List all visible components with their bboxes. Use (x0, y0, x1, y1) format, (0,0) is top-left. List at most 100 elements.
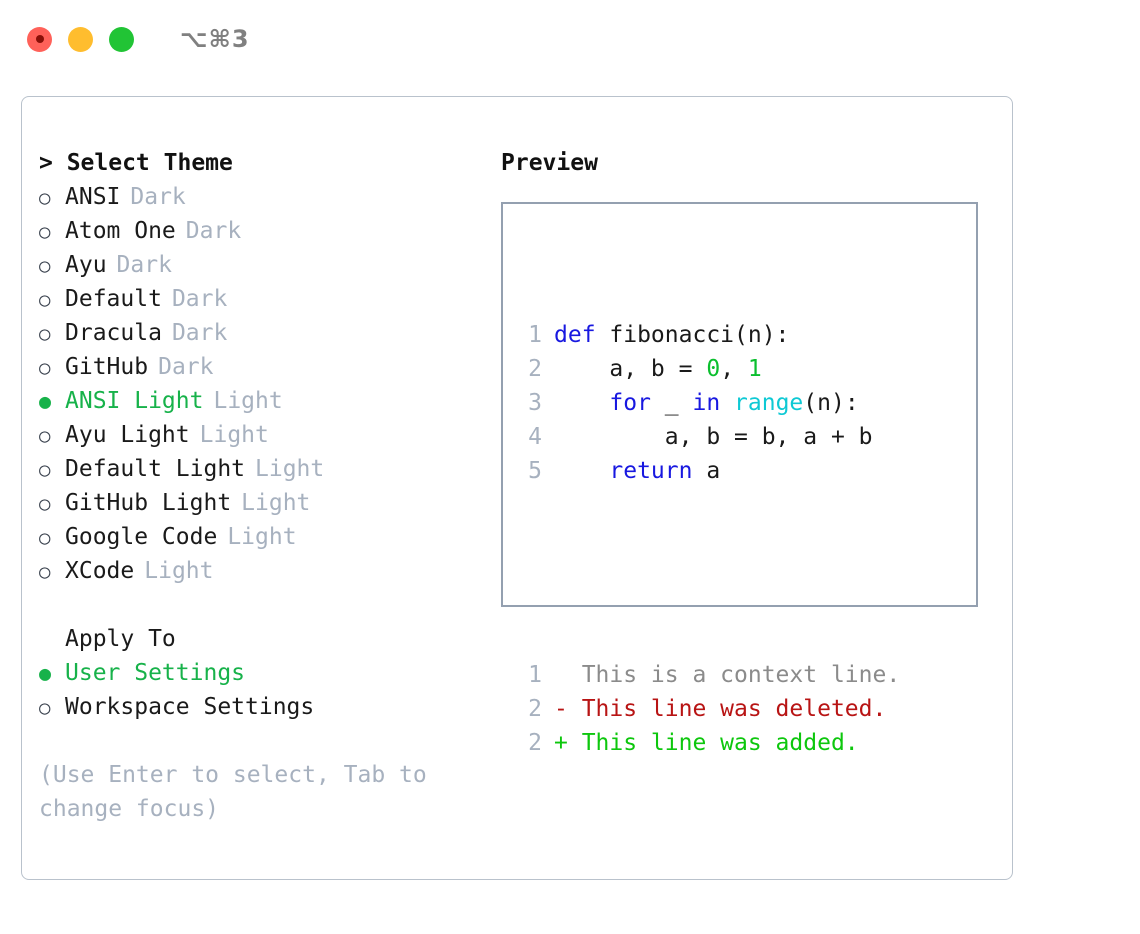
code-token-num: 0 (706, 356, 721, 382)
zoom-button-icon[interactable] (109, 26, 134, 52)
code-line-1: 2 a, b = 0, 1 (516, 352, 900, 386)
line-number: 4 (528, 424, 542, 450)
radio-unselected-icon: ○ (39, 255, 51, 277)
theme-option-variant: Dark (130, 184, 186, 210)
line-number: 2 (528, 696, 542, 722)
code-token-pl: fibonacci(n): (595, 322, 790, 348)
code-token-pl: _ (650, 390, 693, 416)
radio-unselected-icon: ○ (39, 459, 51, 481)
apply-to-list[interactable]: ●User Settings○Workspace Settings (39, 656, 499, 724)
line-number: 1 (528, 322, 542, 348)
code-gap (516, 556, 900, 590)
line-number: 2 (528, 356, 542, 382)
theme-option-variant: Light (144, 558, 214, 584)
theme-option-9[interactable]: ○ GitHub Light Light (39, 486, 499, 520)
theme-option-3[interactable]: ○ Default Dark (39, 282, 499, 316)
radio-unselected-icon: ○ (39, 561, 51, 583)
radio-unselected-icon: ○ (39, 289, 51, 311)
theme-option-variant: Light (241, 490, 311, 516)
theme-option-7[interactable]: ○ Ayu Light Light (39, 418, 499, 452)
code-token-pl (554, 390, 609, 416)
code-token-pl: , (720, 356, 748, 382)
title-bar: ⌥⌘3 (0, 0, 1140, 78)
radio-selected-icon: ● (39, 389, 52, 413)
radio-unselected-icon: ○ (39, 221, 51, 243)
code-line-2: 3 for _ in range(n): (516, 386, 900, 420)
theme-option-5[interactable]: ○ GitHub Dark (39, 350, 499, 384)
keyboard-shortcut-label: ⌥⌘3 (180, 25, 250, 53)
theme-option-name: Google Code (65, 524, 218, 550)
theme-option-variant: Dark (158, 354, 214, 380)
line-number: 1 (528, 662, 542, 688)
apply-to-heading: Apply To (65, 626, 176, 652)
theme-option-variant: Dark (185, 218, 242, 244)
theme-option-name: Ayu Light (65, 422, 190, 448)
theme-option-variant: Dark (171, 320, 228, 346)
diff-line-1: 2 - This line was deleted. (516, 692, 900, 726)
code-token-pl (554, 458, 609, 484)
theme-option-name: XCode (65, 558, 135, 584)
apply-to-option-1[interactable]: ○Workspace Settings (39, 690, 499, 724)
theme-option-variant: Dark (171, 286, 228, 312)
preview-heading: Preview (501, 150, 598, 176)
code-line-4: 5 return a (516, 454, 900, 488)
apply-to-option-0[interactable]: ●User Settings (39, 656, 499, 690)
theme-option-variant: Dark (116, 252, 172, 278)
close-button-icon[interactable] (27, 26, 52, 52)
line-number: 2 (528, 730, 542, 756)
radio-unselected-icon: ○ (39, 493, 51, 515)
select-theme-heading: > Select Theme (39, 150, 233, 176)
diff-text-ctx: This is a context line. (554, 662, 901, 688)
code-token-pl: (n): (803, 390, 859, 416)
theme-option-name: Dracula (65, 320, 162, 346)
code-token-pl (720, 390, 734, 416)
apply-to-option-name: User Settings (65, 660, 246, 686)
theme-option-name: Ayu (65, 252, 107, 278)
code-token-num: 1 (747, 356, 762, 382)
theme-option-2[interactable]: ○ Ayu Dark (39, 248, 499, 282)
theme-option-8[interactable]: ○ Default Light Light (39, 452, 499, 486)
radio-unselected-icon: ○ (39, 187, 51, 209)
window-controls (27, 26, 134, 52)
diff-line-0: 1 This is a context line. (516, 658, 900, 692)
diff-line-2: 2 + This line was added. (516, 726, 900, 760)
theme-option-variant: Light (213, 388, 283, 414)
diff-block: 1 This is a context line. 2 - This line wa… (516, 658, 900, 760)
theme-option-6[interactable]: ● ANSI Light Light (39, 384, 499, 418)
diff-text-add: + This line was added. (554, 730, 859, 756)
theme-option-name: ANSI Light (65, 388, 204, 414)
theme-option-name: Default (65, 286, 162, 312)
theme-option-variant: Light (199, 422, 269, 448)
diff-text-del: - This line was deleted. (554, 696, 887, 722)
theme-option-name: ANSI (65, 184, 121, 210)
theme-option-0[interactable]: ○ ANSI Dark (39, 180, 499, 214)
apply-to-option-name: Workspace Settings (65, 694, 315, 720)
radio-unselected-icon: ○ (39, 425, 51, 447)
line-number: 3 (528, 390, 542, 416)
theme-option-name: GitHub (65, 354, 149, 380)
code-token-pl: a (692, 458, 721, 484)
theme-option-variant: Light (255, 456, 325, 482)
code-token-kw: return (609, 458, 693, 484)
radio-unselected-icon: ○ (39, 357, 51, 379)
code-token-kw: for (609, 390, 651, 416)
theme-option-name: Default Light (65, 456, 246, 482)
theme-option-11[interactable]: ○ XCode Light (39, 554, 499, 588)
code-token-fn: range (734, 390, 804, 416)
code-token-kw: in (692, 390, 721, 416)
minimize-button-icon[interactable] (68, 26, 93, 52)
line-number: 5 (528, 458, 542, 484)
theme-option-name: GitHub Light (65, 490, 232, 516)
radio-unselected-icon: ○ (39, 527, 51, 549)
